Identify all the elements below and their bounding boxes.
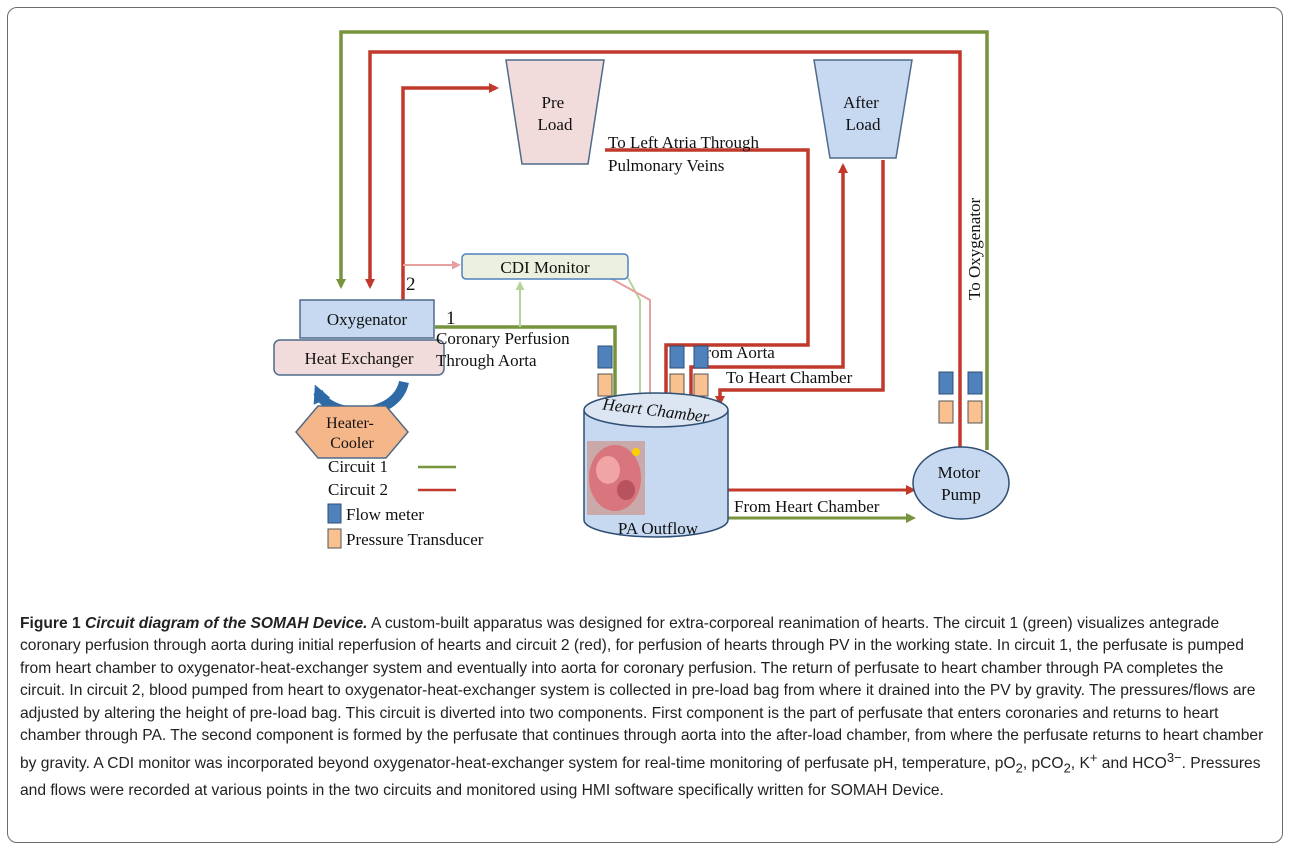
flow-meter-sensor-3 — [693, 345, 709, 369]
afterload-label: After Load — [843, 93, 883, 134]
caption-figure-title: Circuit diagram of the SOMAH Device. — [85, 615, 368, 632]
heart-chamber-top — [583, 392, 729, 428]
motor-pump-label: Motor Pump — [938, 463, 985, 504]
pa-outflow-label: PA Outflow — [618, 519, 699, 538]
caption-sub-a: 2 — [1015, 760, 1023, 776]
caption-sub-b: 2 — [1063, 760, 1071, 776]
oxygenator-box — [299, 299, 435, 339]
afterload-bag — [813, 59, 913, 159]
caption-sup-3: 3− — [1166, 750, 1182, 766]
cdi-out-green-line — [627, 277, 645, 431]
green-coronary-line — [435, 325, 620, 421]
caption-text-d: and HCO — [1097, 755, 1167, 773]
green-return-to-oxygenator-line — [336, 30, 989, 450]
pressure-sensor-1 — [597, 373, 613, 397]
oxygenator-label: Oxygenator — [327, 310, 408, 329]
preload-bag — [505, 59, 605, 165]
to-oxygenator-label: To Oxygenator — [965, 197, 984, 300]
circuit-number-1: 1 — [446, 308, 456, 329]
cdi-monitor-box — [461, 253, 629, 280]
caption-text-b: , pCO — [1022, 755, 1064, 773]
to-left-atria-label: To Left Atria Through Pulmonary Veins — [608, 133, 763, 175]
figure-frame — [7, 7, 1283, 843]
caption-text-e: . Pressures and flows were recorded at v… — [20, 755, 1261, 800]
flow-meter-sensor-5 — [967, 371, 983, 395]
to-heart-chamber-label: To Heart Chamber — [726, 368, 853, 387]
legend-pressure-swatch — [327, 528, 342, 549]
red-return-to-oxygenator-line — [365, 50, 962, 450]
caption-figure-label: Figure 1 — [20, 615, 81, 632]
cdi-out-red-line — [609, 277, 655, 431]
heater-cooler-box — [295, 405, 409, 459]
from-aorta-label: From Aorta — [696, 343, 775, 362]
heat-exchanger-box — [273, 339, 445, 376]
pressure-sensor-3 — [693, 373, 709, 397]
legend-pressure-label: Pressure Transducer — [346, 530, 484, 549]
figure-caption: Figure 1 Circuit diagram of the SOMAH De… — [20, 613, 1270, 803]
red-aorta-to-afterload-line — [689, 163, 848, 418]
red-to-preload-line — [401, 83, 499, 300]
red-preload-to-chamber-line — [605, 148, 810, 421]
legend-circuit2-label: Circuit 2 — [328, 480, 388, 499]
from-heart-chamber-label: From Heart Chamber — [734, 497, 880, 516]
preload-label: Pre Load — [538, 93, 573, 134]
pressure-sensor-4 — [938, 400, 954, 424]
legend-flow-meter-swatch — [327, 503, 342, 524]
heat-exchanger-label: Heat Exchanger — [304, 349, 413, 368]
red-afterload-to-chamber-line — [715, 160, 885, 406]
cdi-monitor-label: CDI Monitor — [500, 258, 590, 277]
pressure-sensor-5 — [967, 400, 983, 424]
flow-meter-sensor-2 — [669, 345, 685, 369]
caption-sup-plus: + — [1089, 750, 1098, 766]
caption-text-c: , K — [1070, 755, 1090, 773]
flow-meter-sensor-4 — [938, 371, 954, 395]
motor-pump — [912, 446, 1010, 520]
legend-circuit1-label: Circuit 1 — [328, 457, 388, 476]
circuit-diagram: Pre Load After Load To Left Atria Throug… — [273, 30, 1010, 549]
caption-text: A custom-built apparatus was designed fo… — [20, 615, 1264, 773]
flow-meter-sensor-1 — [597, 345, 613, 369]
circuit-number-2: 2 — [406, 274, 416, 295]
heater-cooler-label: Heater- Cooler — [326, 415, 378, 452]
legend-flow-meter-label: Flow meter — [346, 505, 424, 524]
coronary-perfusion-label: Coronary Perfusion Through Aorta — [436, 329, 574, 370]
